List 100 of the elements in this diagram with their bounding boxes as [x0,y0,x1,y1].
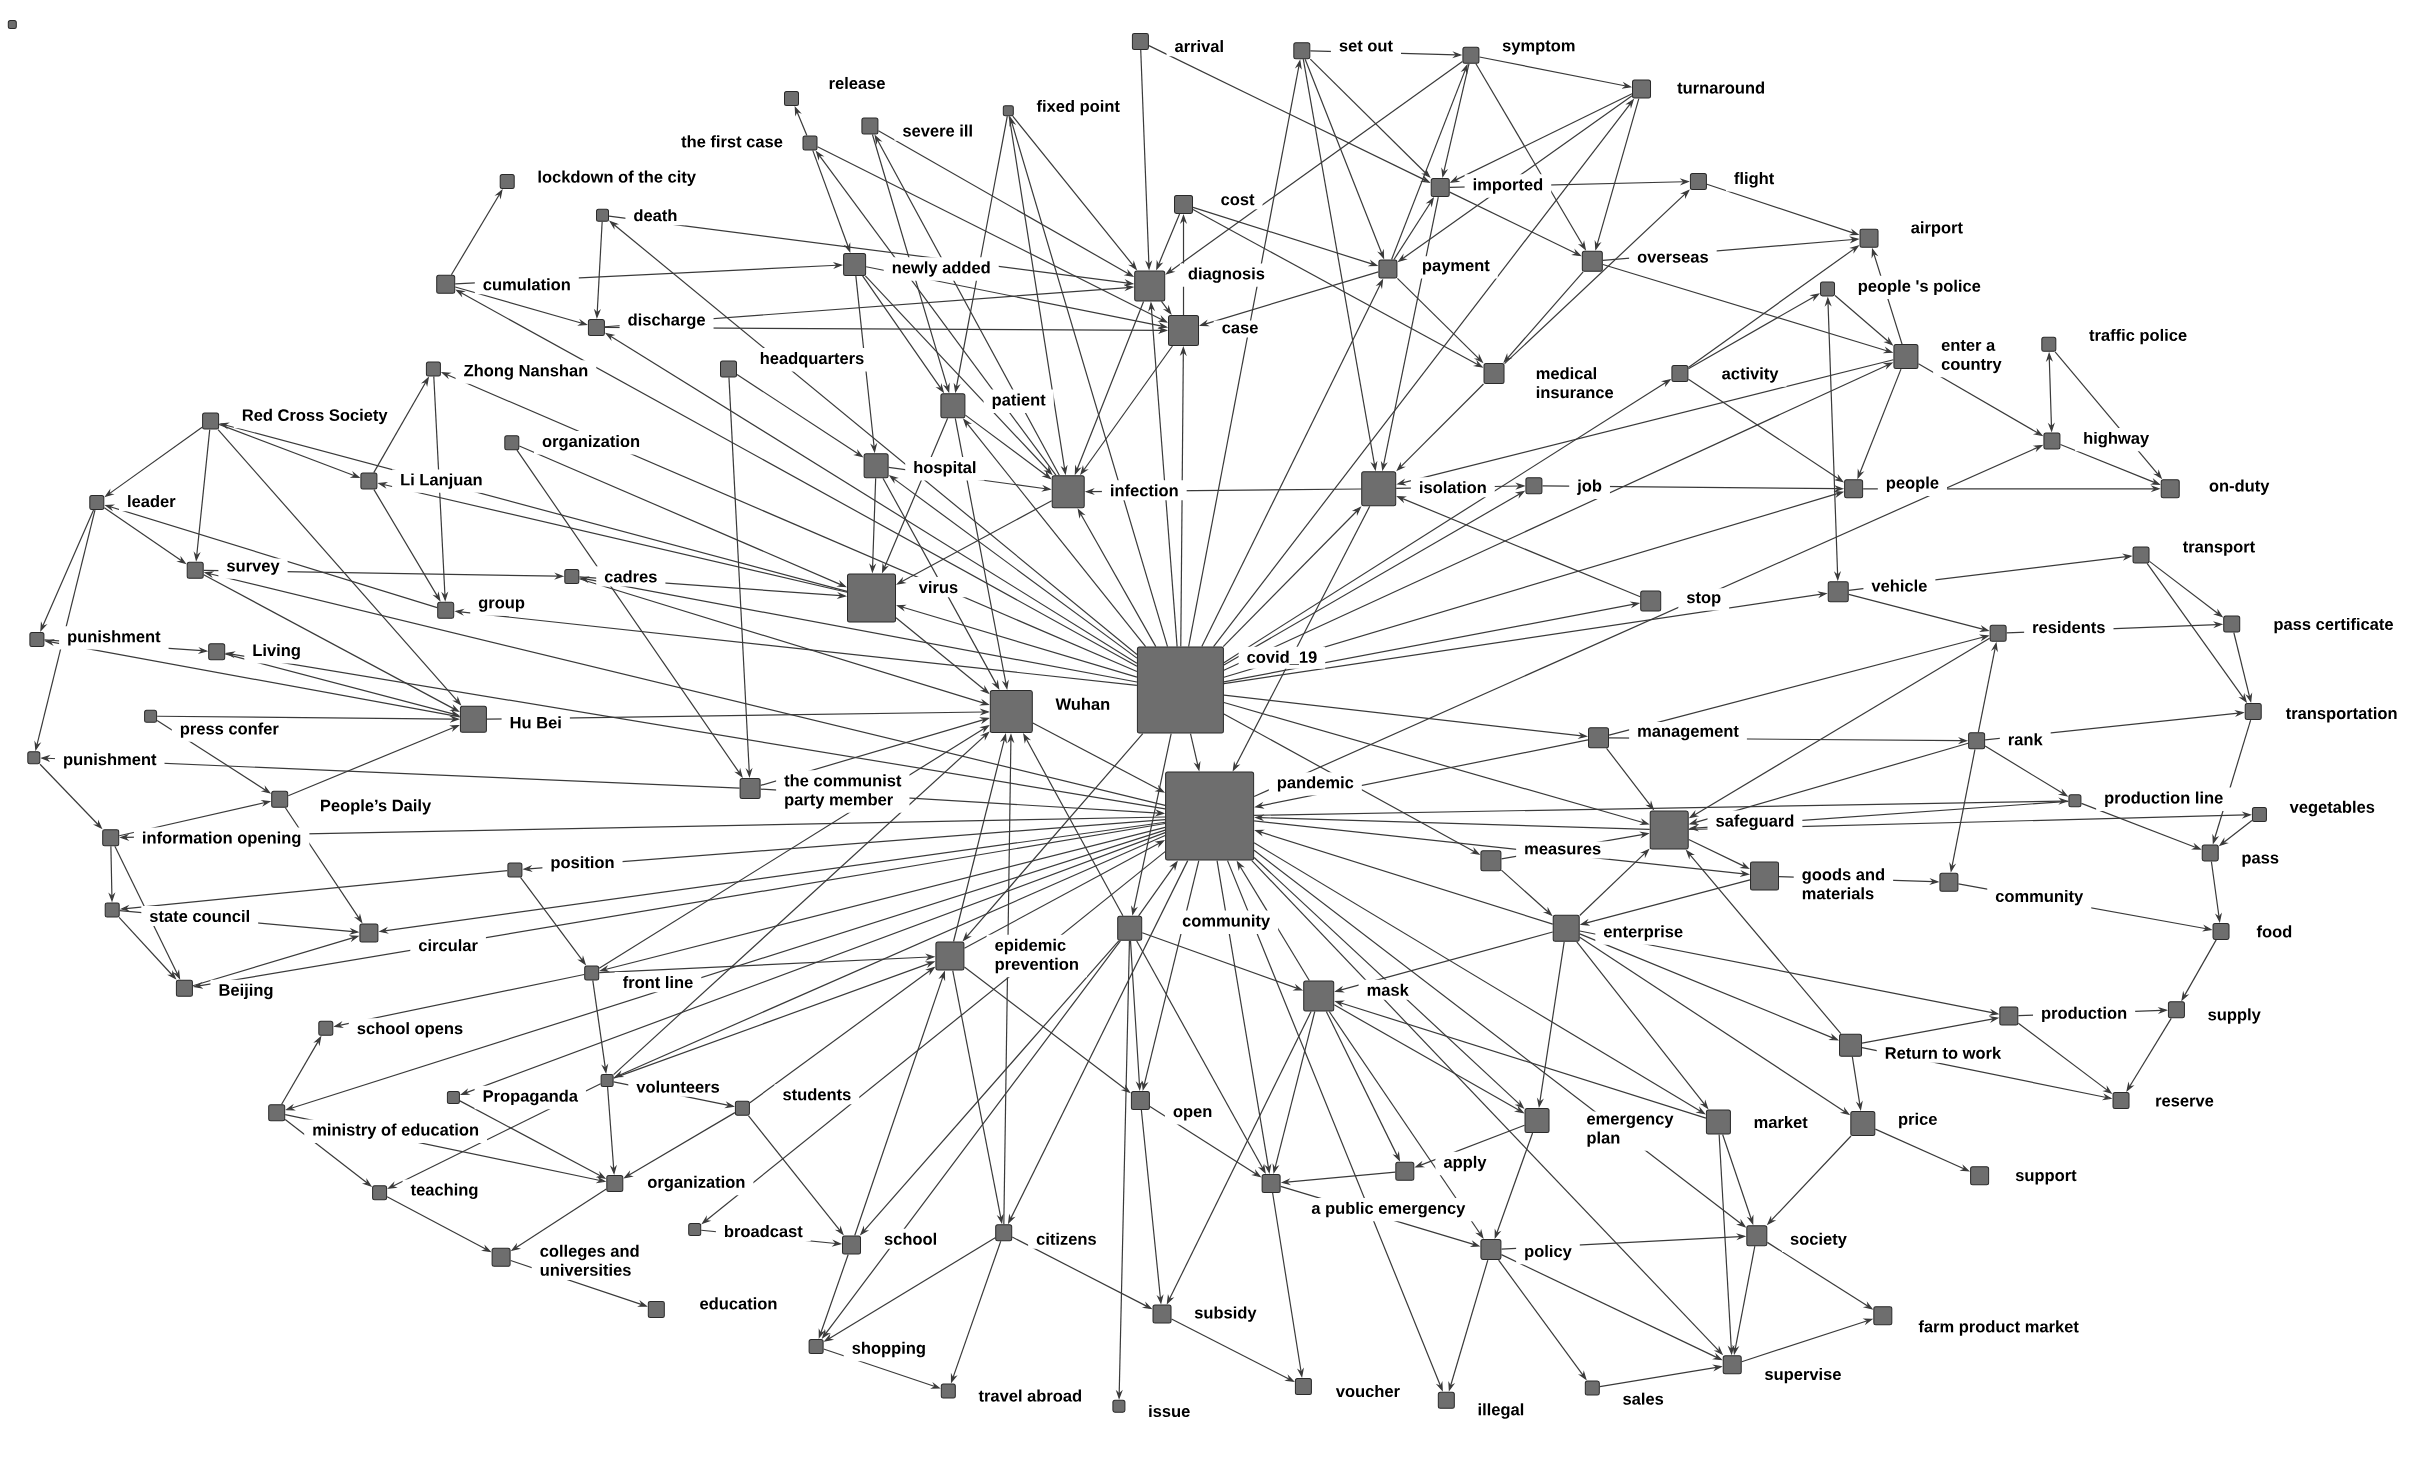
node-label: information opening [133,827,310,851]
node-label: case [1213,320,1267,338]
node-square [2201,844,2219,862]
node-label: production [2033,1002,2136,1027]
arrow [613,731,990,1076]
node-square [186,561,204,579]
node-label: sales [1614,1388,1672,1409]
node-square [863,453,889,479]
node-label: community [1987,885,2092,910]
node-square [2223,615,2241,633]
node-square [1939,872,1959,892]
node-label: a public emergency [1303,1197,1474,1222]
node-label: voucher [1327,1380,1408,1402]
node-label: issue [1140,1400,1199,1422]
node-square [2132,546,2150,564]
node-label: colleges and universities [531,1240,648,1280]
node-label: arrival [1166,36,1233,57]
node-label: fixed point [1028,95,1128,120]
node-square [1378,259,1398,279]
arrow [1687,293,1820,370]
node-square [1750,861,1779,891]
node-label: cost [1212,190,1263,210]
node-square [1989,624,2007,642]
node-square [647,1301,665,1318]
node-label: symptom [1494,36,1584,59]
node-square [1480,850,1502,872]
node-label: education [691,1293,786,1314]
node-label: illegal [1469,1399,1533,1423]
node-label: survey [218,558,288,579]
node-label: organization [639,1171,754,1196]
node-label: emergency plan [1578,1111,1682,1151]
node-label: Red Cross Society [233,404,396,429]
node-label: Propaganda [474,1085,586,1110]
node-label: newly added [883,257,999,281]
node-square [1174,194,1193,214]
node-square [1361,471,1397,507]
node-square [459,705,487,733]
node-label: hospital [905,457,985,481]
arrow [1503,271,1584,363]
node-square [1131,33,1149,50]
node-square [1588,727,1609,749]
arrow [1160,300,1172,315]
node-label: state council [141,905,259,927]
node-square [1632,79,1651,99]
node-square [1261,1174,1281,1193]
node-square [1152,1304,1172,1324]
node-square [587,318,605,336]
node-label: safeguard [1707,810,1803,835]
node-square [940,393,966,419]
node-label: covid_19 [1238,646,1326,669]
node-label: food [2248,921,2301,942]
node-square [1844,479,1864,499]
node-label: on-duty [2200,475,2278,499]
node-label: goods and materials [1793,864,1894,904]
node-label: transportation [2277,703,2406,727]
node-label: supply [2199,1004,2269,1028]
node-square [1859,228,1879,248]
node-label: travel abroad [970,1385,1091,1406]
node-square [1134,270,1166,302]
node-square [2167,1001,2185,1019]
node-label: overseas [1629,249,1717,267]
node-square [861,117,879,135]
node-square [1117,915,1143,941]
node-label: subsidy [1186,1302,1265,1326]
node-label: Return to work [1876,1042,2010,1063]
node-label: farm product market [1910,1316,2087,1340]
node-label: supervise [1756,1363,1850,1388]
node-square [491,1247,511,1267]
node-label: stop [1678,588,1730,611]
node-label: apply [1435,1151,1495,1176]
node-square [360,472,378,490]
node-label: the first case [673,131,791,152]
node-square [436,274,456,294]
node-label: severe ill [894,120,982,141]
node-square [1968,732,1986,750]
node-label: the communist party member [776,770,910,813]
node-label: vehicle [1863,575,1936,596]
node-square [2244,703,2262,721]
node-square [1430,178,1450,197]
node-square [1746,1225,1768,1247]
node-square [1873,1306,1893,1326]
node-square [359,923,379,943]
node-square [739,778,761,799]
node-label: leader [119,491,184,512]
node-label: students [774,1084,860,1105]
node-label: front line [614,972,702,993]
node-label: highway [2075,427,2158,452]
node-square [1462,46,1480,64]
node-label: reserve [2147,1093,2222,1111]
node-label: virus [910,577,967,598]
node-label: support [2007,1166,2085,1189]
node-label: residents [2024,617,2114,638]
node-label: measures [1516,841,1610,859]
node-square [1970,1166,1990,1186]
node-label: flight [1725,168,1783,192]
node-square [606,1175,624,1192]
node-square [2043,432,2061,450]
node-label: production line [2096,787,2232,811]
node-label: people [1877,472,1947,496]
node-square [935,941,965,971]
